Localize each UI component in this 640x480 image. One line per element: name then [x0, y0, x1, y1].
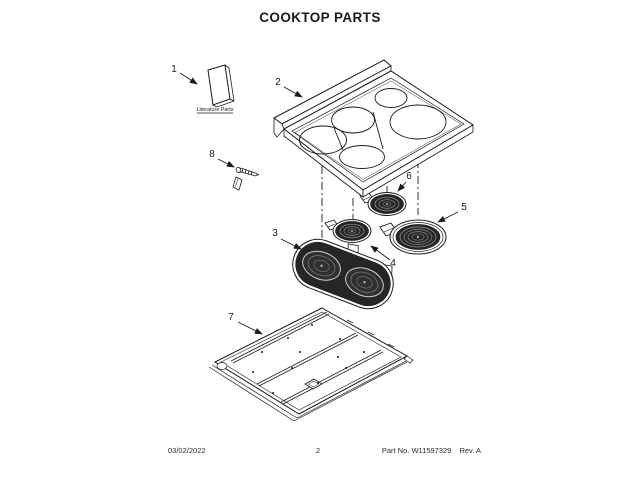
- footer-date: 03/02/2022: [168, 446, 206, 455]
- callout-3: 3: [272, 228, 278, 239]
- callout-1: 1: [171, 64, 177, 75]
- leader-5: [437, 211, 459, 223]
- callout-2: 2: [275, 77, 281, 88]
- leader-3: [280, 238, 302, 250]
- leader-2: [283, 86, 303, 98]
- part-base-pan: [208, 307, 414, 422]
- footer-part-info: Part No. W11597329 Rev. A: [382, 446, 481, 455]
- footer-part-no: W11597329: [411, 446, 452, 455]
- part-cooktop-glass: [273, 59, 474, 198]
- leader-8: [217, 158, 235, 168]
- leader-7: [237, 321, 263, 335]
- callout-8: 8: [209, 149, 215, 160]
- footer-revision: Rev. A: [459, 446, 481, 455]
- footer-page-number: 2: [315, 446, 321, 455]
- leader-4: [370, 245, 391, 261]
- part-element-large: [379, 219, 447, 255]
- leader-6: [397, 181, 407, 192]
- callout-6: 6: [406, 171, 412, 182]
- callout-5: 5: [461, 202, 467, 213]
- part-element-small-left: [324, 219, 372, 243]
- part-dual-element: [292, 238, 394, 310]
- part-element-small-top: [359, 192, 407, 216]
- callout-7: 7: [228, 312, 234, 323]
- callout-leaders: [179, 72, 459, 335]
- part-literature: Literature Parts: [197, 64, 235, 114]
- leader-1: [179, 72, 198, 85]
- part-screw-clip: [232, 166, 260, 191]
- footer-part-no-label: Part No.: [381, 446, 410, 455]
- callout-4: 4: [390, 258, 396, 269]
- page-title: COOKTOP PARTS: [259, 10, 381, 25]
- literature-parts-label: Literature Parts: [197, 107, 234, 113]
